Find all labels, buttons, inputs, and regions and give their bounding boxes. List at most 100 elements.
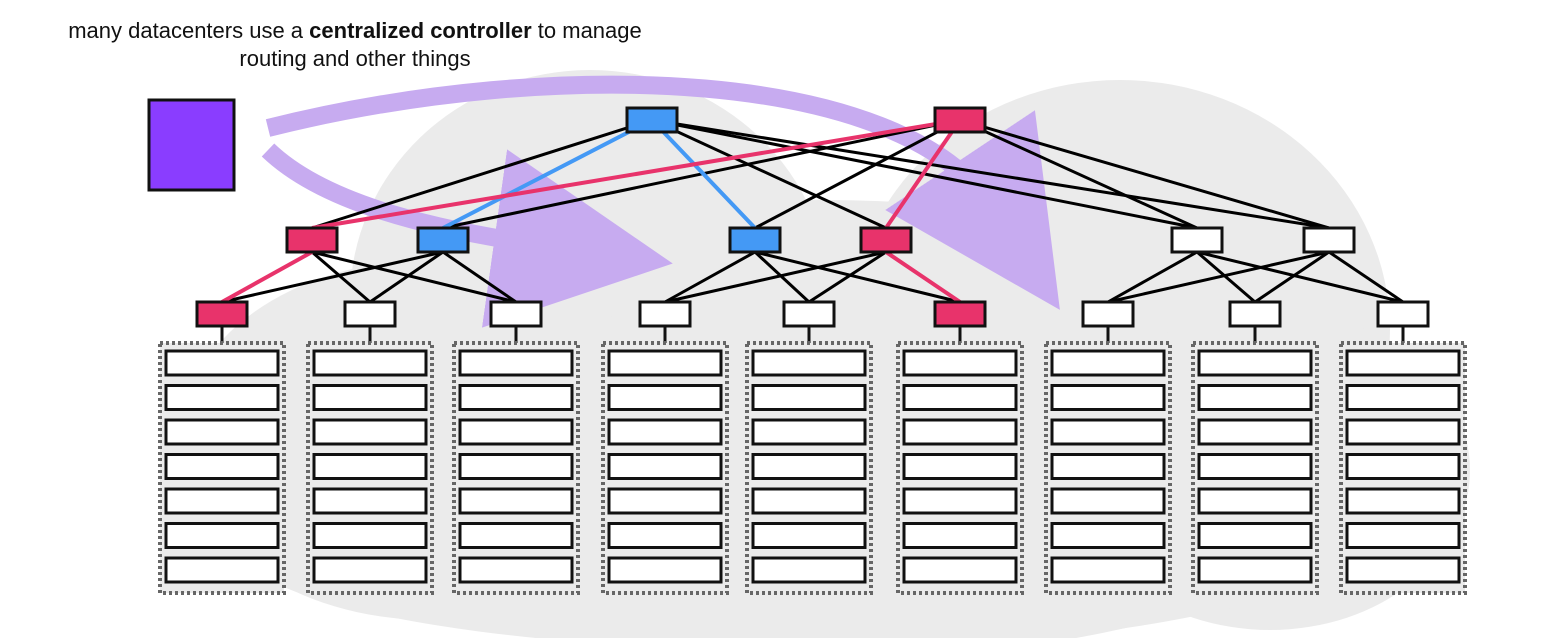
server-box <box>312 418 428 446</box>
server-box <box>164 384 280 411</box>
server-box <box>902 418 1018 446</box>
edge-switch <box>1081 300 1135 328</box>
controller-box <box>147 98 236 192</box>
aggregation-switch <box>1170 226 1224 254</box>
server-box <box>164 418 280 446</box>
server-box <box>902 384 1018 411</box>
server-box <box>1345 384 1461 411</box>
arrow <box>261 143 673 328</box>
edge-switch <box>1376 300 1430 328</box>
network-link <box>959 118 1330 230</box>
server-box <box>312 487 428 515</box>
server-box <box>164 487 280 515</box>
server-box <box>164 556 280 584</box>
network-link <box>754 250 961 304</box>
server-box <box>1197 556 1313 584</box>
server-box <box>751 418 867 446</box>
server-box <box>1050 349 1166 377</box>
aggregation-switch <box>416 226 470 254</box>
server-box <box>607 556 723 584</box>
server-box <box>1345 453 1461 480</box>
aggregation-switch <box>859 226 913 254</box>
server-box <box>607 384 723 411</box>
core-switch <box>625 106 679 134</box>
edge-switch <box>638 300 692 328</box>
server-box <box>458 522 574 549</box>
server-box <box>1197 522 1313 549</box>
network-link <box>442 250 517 304</box>
aggregation-switch <box>728 226 782 254</box>
network-link <box>311 118 653 230</box>
server-box <box>164 453 280 480</box>
network-link <box>808 250 887 304</box>
server-box <box>902 522 1018 549</box>
server-box <box>902 556 1018 584</box>
path-link <box>311 118 961 230</box>
network-link <box>311 250 371 304</box>
network-link <box>369 250 444 304</box>
path-link <box>442 118 653 230</box>
path-link <box>884 118 962 230</box>
network-link <box>959 118 1198 230</box>
caption-suffix: to manage <box>531 18 642 43</box>
server-box <box>1050 418 1166 446</box>
server-racks <box>158 326 1467 595</box>
edge-switch <box>489 300 543 328</box>
server-box <box>458 418 574 446</box>
network-link <box>1328 250 1404 304</box>
server-box <box>751 487 867 515</box>
server-box <box>1345 556 1461 584</box>
network-link <box>651 118 1330 230</box>
server-box <box>164 349 280 377</box>
server-box <box>1050 487 1166 515</box>
server-box <box>458 453 574 480</box>
server-box <box>1197 487 1313 515</box>
path-link <box>221 250 313 304</box>
server-box <box>751 349 867 377</box>
aggregation-switch <box>1302 226 1356 254</box>
path-link <box>884 250 962 304</box>
server-box <box>1197 418 1313 446</box>
core-switch <box>933 106 987 134</box>
server-box <box>1050 522 1166 549</box>
server-box <box>1050 556 1166 584</box>
network-link <box>664 250 756 304</box>
caption-prefix: many datacenters use a <box>68 18 310 43</box>
network-links <box>221 118 1404 304</box>
server-box <box>458 349 574 377</box>
caption-line2: routing and other things <box>239 46 471 71</box>
server-box <box>1050 453 1166 480</box>
server-box <box>902 487 1018 515</box>
server-box <box>751 556 867 584</box>
server-box <box>1345 418 1461 446</box>
switches <box>195 106 1430 328</box>
server-box <box>312 349 428 377</box>
server-box <box>751 453 867 480</box>
network-link <box>1254 250 1330 304</box>
network-link <box>651 118 887 230</box>
network-link <box>1196 250 1404 304</box>
server-box <box>458 384 574 411</box>
server-box <box>312 522 428 549</box>
caption: many datacenters use a centralized contr… <box>0 17 710 73</box>
server-box <box>607 418 723 446</box>
server-box <box>1197 453 1313 480</box>
server-box <box>902 349 1018 377</box>
server-box <box>607 349 723 377</box>
server-box <box>1345 349 1461 377</box>
server-box <box>458 556 574 584</box>
server-box <box>312 453 428 480</box>
server-box <box>1345 522 1461 549</box>
server-box <box>312 556 428 584</box>
server-box <box>164 522 280 549</box>
server-box <box>607 453 723 480</box>
server-box <box>902 453 1018 480</box>
server-box <box>751 522 867 549</box>
network-link <box>1107 250 1198 304</box>
network-link <box>1107 250 1330 304</box>
caption-emphasis: centralized controller <box>309 18 532 43</box>
edge-switch <box>782 300 836 328</box>
edge-switch <box>195 300 249 328</box>
network-link <box>754 118 961 230</box>
